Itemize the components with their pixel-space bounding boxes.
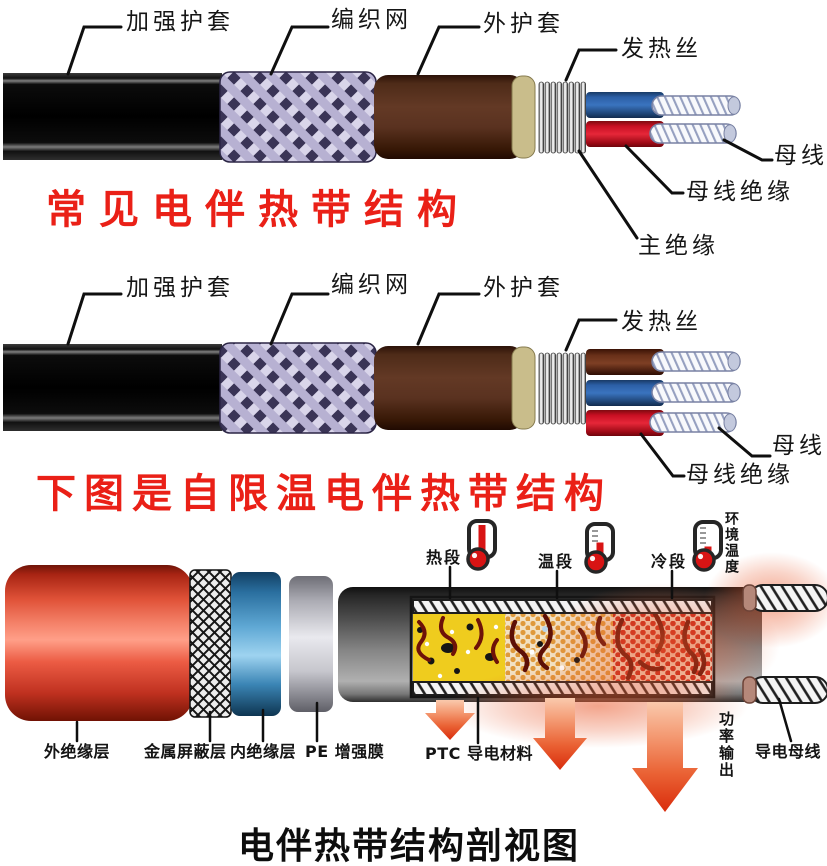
label-warm-zone: 温段 xyxy=(538,552,575,571)
cutaway-leader-lines xyxy=(75,565,793,745)
label-ambient-temperature: 环境温度 xyxy=(723,511,739,575)
metal-shield-layer xyxy=(189,569,232,718)
arrow-small xyxy=(425,700,475,740)
self-limiting-intro-cable-graphic xyxy=(3,292,772,478)
label-outer-sheath: 外护套 xyxy=(483,11,564,37)
label-outer-insulation: 外绝缘层 xyxy=(44,742,111,761)
label-braid-mesh-2: 编织网 xyxy=(331,272,412,298)
label-reinforced-sheath-2: 加强护套 xyxy=(126,275,234,301)
label-bus-insulation-2: 母线绝缘 xyxy=(686,462,794,488)
power-output-arrows xyxy=(425,698,698,812)
cutaway-title: 电伴热带结构剖视图 xyxy=(238,826,581,866)
label-bus-wire-2: 母线 xyxy=(772,433,826,459)
common-cable-graphic xyxy=(3,25,774,240)
thermometer-hot xyxy=(466,519,497,571)
outer-insulation-layer xyxy=(5,565,193,721)
heating-wire-coil xyxy=(538,352,586,425)
label-outer-sheath-2: 外护套 xyxy=(483,275,564,301)
label-hot-zone: 热段 xyxy=(426,548,463,567)
braid-mesh-segment xyxy=(219,71,377,163)
self-limiting-intro-leader-lines xyxy=(66,292,772,478)
label-heating-wire-2: 发热丝 xyxy=(621,309,702,335)
label-ptc-material: PTC 导电材料 xyxy=(425,744,533,763)
reinforced-sheath-segment xyxy=(3,344,222,431)
label-cold-zone: 冷段 xyxy=(651,552,688,571)
caption-self-limiting-structure: 下图是自限温电伴热带结构 xyxy=(36,471,612,517)
outer-sheath-segment xyxy=(374,75,524,159)
blue-bus-wire xyxy=(586,380,741,406)
arrow-large xyxy=(632,702,698,812)
red-bus-wire xyxy=(586,410,737,436)
label-metal-shield: 金属屏蔽层 xyxy=(144,742,227,761)
thermometer-warm xyxy=(584,522,615,574)
label-bus-wire: 母线 xyxy=(774,143,827,169)
label-inner-insulation: 内绝缘层 xyxy=(230,742,297,761)
cutaway-graphic xyxy=(5,519,827,812)
blue-bus-wire xyxy=(586,92,741,118)
pe-film-layer xyxy=(289,576,333,712)
label-reinforced-sheath: 加强护套 xyxy=(126,9,234,35)
arrow-medium xyxy=(533,698,587,770)
label-bus-insulation: 母线绝缘 xyxy=(686,179,794,205)
conductive-bus-wires xyxy=(742,584,827,704)
brown-bus-wire xyxy=(586,349,741,375)
braid-mesh-segment xyxy=(219,342,377,434)
outer-sheath-segment xyxy=(374,346,524,430)
reinforced-sheath-segment xyxy=(3,73,222,160)
end-cap xyxy=(511,346,536,430)
red-bus-wire xyxy=(586,121,737,147)
common-cable-leader-lines xyxy=(66,25,774,240)
label-pe-film: PE 增强膜 xyxy=(305,742,385,761)
thermometer-cold xyxy=(692,520,723,572)
label-power-output: 功率输出 xyxy=(717,711,735,779)
end-cap xyxy=(511,75,536,159)
inner-insulation-layer xyxy=(231,572,281,716)
heating-wire-coil xyxy=(538,81,586,154)
label-conductive-bus: 导电母线 xyxy=(755,742,822,761)
label-main-insulation: 主绝缘 xyxy=(638,233,719,259)
label-heating-wire: 发热丝 xyxy=(621,36,702,62)
caption-common-structure: 常见电伴热带结构 xyxy=(46,187,470,233)
label-braid-mesh: 编织网 xyxy=(331,7,412,33)
hot-zone-veins xyxy=(416,616,499,664)
hot-zone-specks xyxy=(424,624,499,679)
